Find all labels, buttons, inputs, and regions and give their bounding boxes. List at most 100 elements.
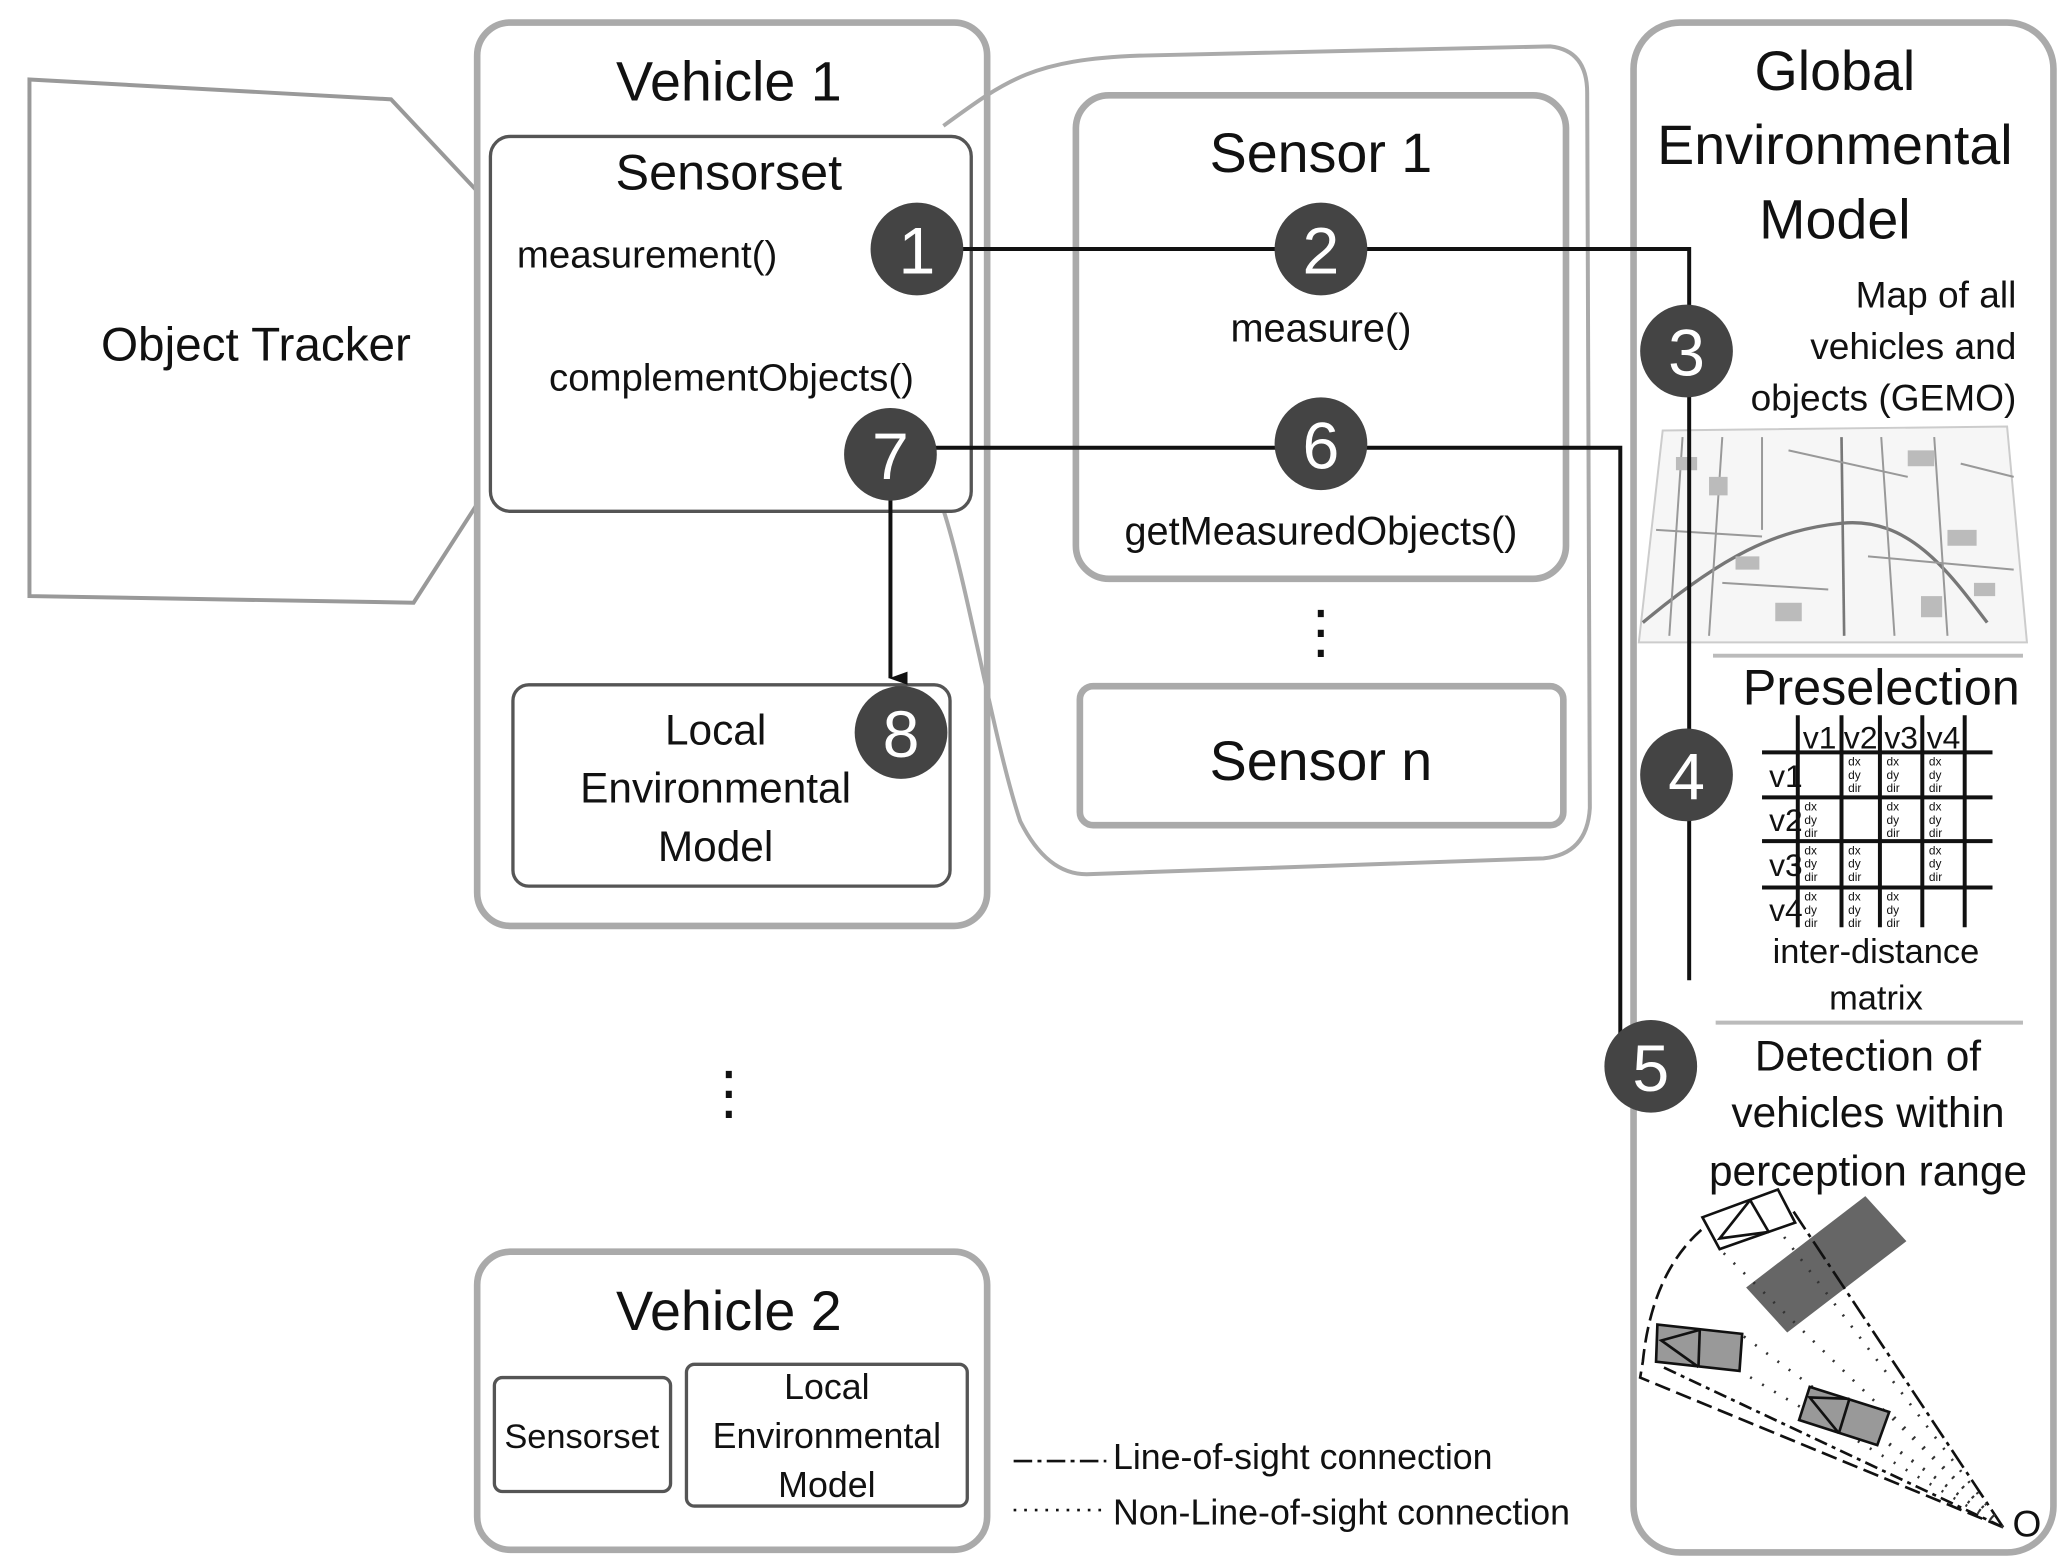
step-number: 5 [1632, 1032, 1669, 1106]
vehicle-icon [1654, 1323, 1744, 1373]
lem-line: Model [658, 823, 773, 870]
matrix-cell-text: dir [1804, 826, 1817, 840]
matrix-row-header: v1 [1769, 758, 1803, 794]
detection-caption: perception range [1709, 1148, 2027, 1195]
vehicle-icon [1700, 1187, 1798, 1251]
matrix-cell-text: dir [1848, 781, 1861, 795]
step-number: 4 [1668, 741, 1705, 815]
vehicle-1-title: Vehicle 1 [616, 51, 842, 113]
sensor-1-title: Sensor 1 [1210, 122, 1433, 184]
matrix-cell-text: dx [1887, 890, 1900, 904]
matrix-cell-text: dir [1887, 781, 1900, 795]
legend-line-of-sight: Line-of-sight connection [1113, 1437, 1493, 1477]
matrix-row-header: v2 [1769, 802, 1803, 838]
matrix-cell-text: dy [1887, 903, 1900, 917]
matrix-cell-text: dx [1804, 800, 1817, 814]
matrix-row-header: v4 [1769, 892, 1803, 928]
matrix-cell-text: dir [1929, 826, 1942, 840]
lem-line: Local [784, 1367, 869, 1407]
matrix-row-header: v3 [1769, 847, 1803, 883]
object-tracker: Object Tracker [27, 77, 493, 605]
matrix-column-header: v2 [1844, 719, 1878, 755]
matrix-cell-text: dy [1887, 768, 1900, 782]
lem-line: Model [778, 1465, 875, 1505]
detection-caption: Detection of [1755, 1032, 1981, 1079]
method-measurement: measurement() [517, 234, 777, 277]
step-circle [1274, 202, 1368, 296]
step-marker-3: 3 [1640, 304, 1733, 398]
obstacle [1746, 1196, 1907, 1333]
matrix-column-header: v3 [1884, 719, 1918, 755]
step-marker-7: 7 [844, 407, 937, 501]
matrix-cell-text: dir [1929, 870, 1942, 884]
sensor-1: Sensor 1 measure() getMeasuredObjects() [1072, 92, 1570, 583]
gem-title: Model [1759, 188, 1911, 250]
matrix-cell-text: dx [1929, 800, 1942, 814]
lem-line: Local [665, 706, 766, 753]
step-marker-5: 5 [1604, 1019, 1698, 1113]
matrix-cell-text: dir [1929, 781, 1942, 795]
step-number: 3 [1668, 317, 1705, 391]
matrix-cell-text: dx [1804, 890, 1817, 904]
matrix-cell-text: dy [1848, 857, 1861, 871]
step-markers: 1 2 3 4 5 6 7 8 [844, 202, 1733, 1113]
step-marker-2: 2 [1274, 202, 1368, 296]
vehicle-2-title: Vehicle 2 [616, 1280, 842, 1342]
step-circle [1604, 1019, 1698, 1113]
vehicle-icon [1797, 1385, 1891, 1447]
gem-title: Global [1754, 40, 1915, 102]
preselection-title: Preselection [1743, 659, 2020, 716]
matrix-cell-text: dir [1887, 826, 1900, 840]
matrix-cell-text: dx [1848, 755, 1861, 769]
step-marker-6: 6 [1274, 397, 1368, 491]
matrix-cell-text: dy [1848, 903, 1861, 917]
matrix-cell-text: dy [1929, 813, 1942, 827]
origin-label: O [2013, 1503, 2042, 1545]
matrix-column-header: v1 [1803, 719, 1837, 755]
step-marker-4: 4 [1640, 728, 1733, 822]
step-circle [854, 686, 948, 779]
matrix-caption: matrix [1829, 979, 1923, 1017]
gemo-map-image [1637, 425, 2029, 644]
matrix-cell-text: dx [1887, 755, 1900, 769]
vehicle-ellipsis: ⋮ [700, 1061, 758, 1126]
vehicle-2: Vehicle 2 Sensorset Local Environmental … [473, 1248, 991, 1554]
sensorset-title: Sensorset [616, 143, 843, 200]
matrix-cell-text: dir [1887, 916, 1900, 930]
step-circle [1274, 397, 1368, 491]
step-number: 8 [883, 698, 920, 772]
matrix-cell-text: dy [1848, 768, 1861, 782]
matrix-cell-text: dx [1804, 843, 1817, 857]
lem-line: Environmental [580, 765, 851, 812]
object-tracker-label: Object Tracker [101, 318, 411, 371]
matrix-cell-text: dx [1887, 800, 1900, 814]
step-number: 2 [1303, 215, 1340, 289]
matrix-cell-text: dir [1804, 870, 1817, 884]
method-complement-objects: complementObjects() [549, 357, 914, 400]
matrix-cell-text: dir [1848, 870, 1861, 884]
sensor-group-outline [941, 44, 1592, 877]
perception-range-drawing: O [1638, 1187, 2042, 1545]
vehicle-2-sensorset: Sensorset [504, 1418, 659, 1456]
step-circle [870, 202, 964, 296]
matrix-cell-text: dx [1848, 890, 1861, 904]
matrix-caption: inter-distance [1773, 933, 1980, 971]
legend: Line-of-sight connection Non-Line-of-sig… [1013, 1437, 1570, 1533]
step-marker-1: 1 [870, 202, 964, 296]
sensorset: Sensorset measurement() complementObject… [488, 134, 973, 513]
step-marker-8: 8 [854, 686, 948, 779]
gem-title: Environmental [1657, 114, 2013, 176]
step-number: 1 [899, 215, 936, 289]
step-circle [1640, 304, 1733, 398]
method-get-measured-objects: getMeasuredObjects() [1124, 509, 1517, 553]
step-number: 7 [872, 420, 909, 494]
matrix-cell-text: dy [1804, 857, 1817, 871]
matrix-column-header: v4 [1927, 719, 1961, 755]
matrix-cell-text: dy [1929, 857, 1942, 871]
sensor-n: Sensor n [1076, 682, 1567, 829]
matrix-cell-text: dy [1804, 903, 1817, 917]
method-measure: measure() [1230, 307, 1411, 351]
matrix-cell-text: dy [1887, 813, 1900, 827]
matrix-cell-text: dy [1929, 768, 1942, 782]
